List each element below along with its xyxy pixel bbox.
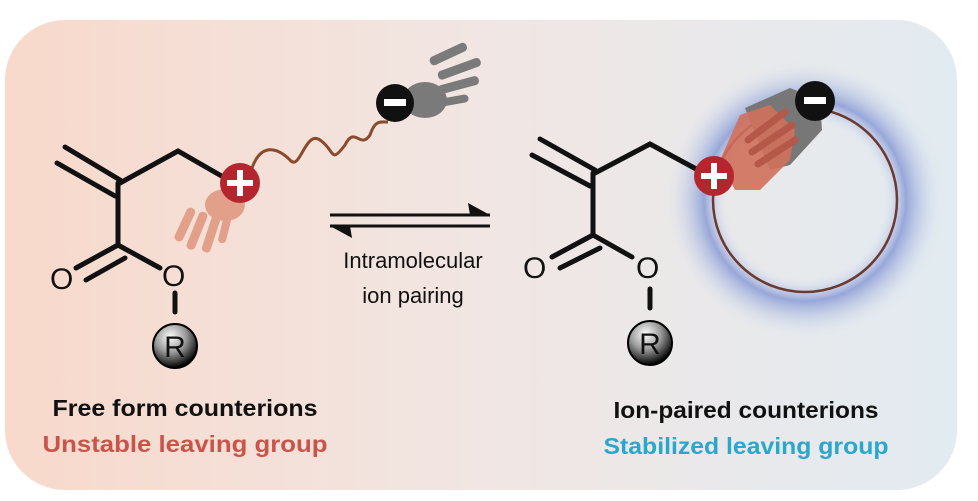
equilibrium-label-line1: Intramolecular xyxy=(343,248,482,273)
anion-hand-icon xyxy=(403,42,481,118)
right-subtitle: Stabilized leaving group xyxy=(604,433,889,459)
r-group-ball: R xyxy=(627,320,673,366)
tether-wave xyxy=(250,120,389,169)
carbonyl-oxygen: O xyxy=(523,252,546,285)
equilibrium-arrows-icon xyxy=(330,203,490,238)
ester-oxygen: O xyxy=(162,260,185,293)
ester-oxygen: O xyxy=(636,252,659,285)
left-title: Free form counterions xyxy=(53,395,318,421)
right-molecule xyxy=(529,136,701,311)
cation-plus-icon xyxy=(694,156,734,196)
svg-text:R: R xyxy=(639,328,661,361)
left-molecule xyxy=(54,144,228,315)
anion-minus-icon xyxy=(376,84,414,122)
equilibrium-label-line2: ion pairing xyxy=(362,283,464,308)
svg-text:R: R xyxy=(164,331,186,364)
carbonyl-oxygen: O xyxy=(50,263,73,296)
anion-minus-icon xyxy=(795,81,835,121)
r-group-ball: R xyxy=(152,323,198,369)
cation-plus-icon xyxy=(220,163,260,203)
left-subtitle: Unstable leaving group xyxy=(43,431,328,457)
right-title: Ion-paired counterions xyxy=(614,397,879,423)
